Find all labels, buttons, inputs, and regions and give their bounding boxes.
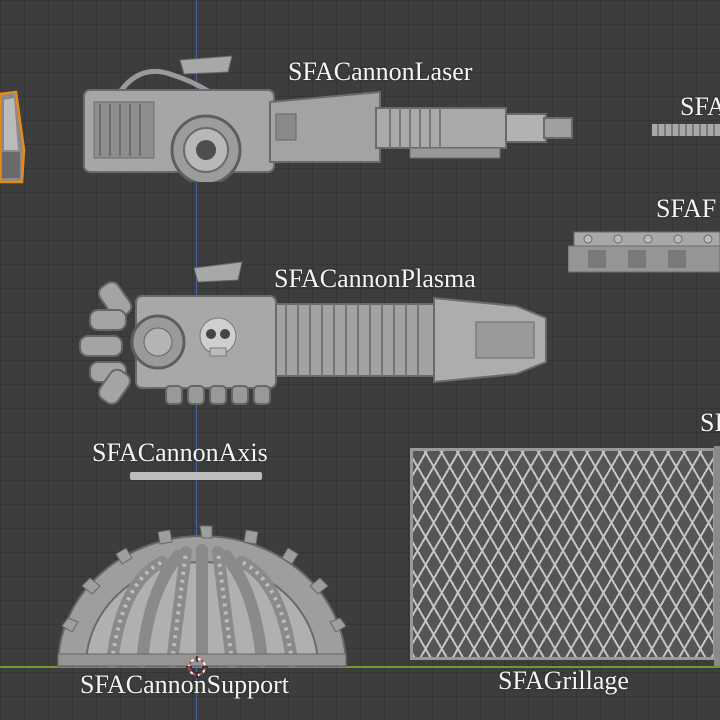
partial-model-1[interactable] <box>652 124 720 136</box>
cannon-support-label: SFACannonSupport <box>80 670 289 699</box>
cannon-plasma-model[interactable] <box>76 258 556 408</box>
selected-object[interactable] <box>0 90 26 184</box>
partial-label-2: SFAF <box>656 194 717 223</box>
cannon-support-model[interactable] <box>52 522 352 668</box>
cannon-axis-label: SFACannonAxis <box>92 438 268 467</box>
cannon-plasma-label: SFACannonPlasma <box>274 264 476 293</box>
3d-cursor-icon[interactable] <box>186 656 208 678</box>
partial-label-1: SFA <box>680 92 720 121</box>
grillage-label: SFAGrillage <box>498 666 629 695</box>
cannon-axis-model[interactable] <box>130 472 262 480</box>
cannon-laser-label: SFACannonLaser <box>288 57 473 86</box>
grillage-model[interactable] <box>410 448 716 660</box>
cannon-laser-model[interactable] <box>80 52 580 182</box>
partial-model-2[interactable] <box>568 228 720 276</box>
x-axis-line <box>0 666 720 668</box>
partial-label-3: SI <box>700 408 720 437</box>
partial-model-3[interactable] <box>714 446 720 666</box>
skull-icon <box>199 317 237 357</box>
